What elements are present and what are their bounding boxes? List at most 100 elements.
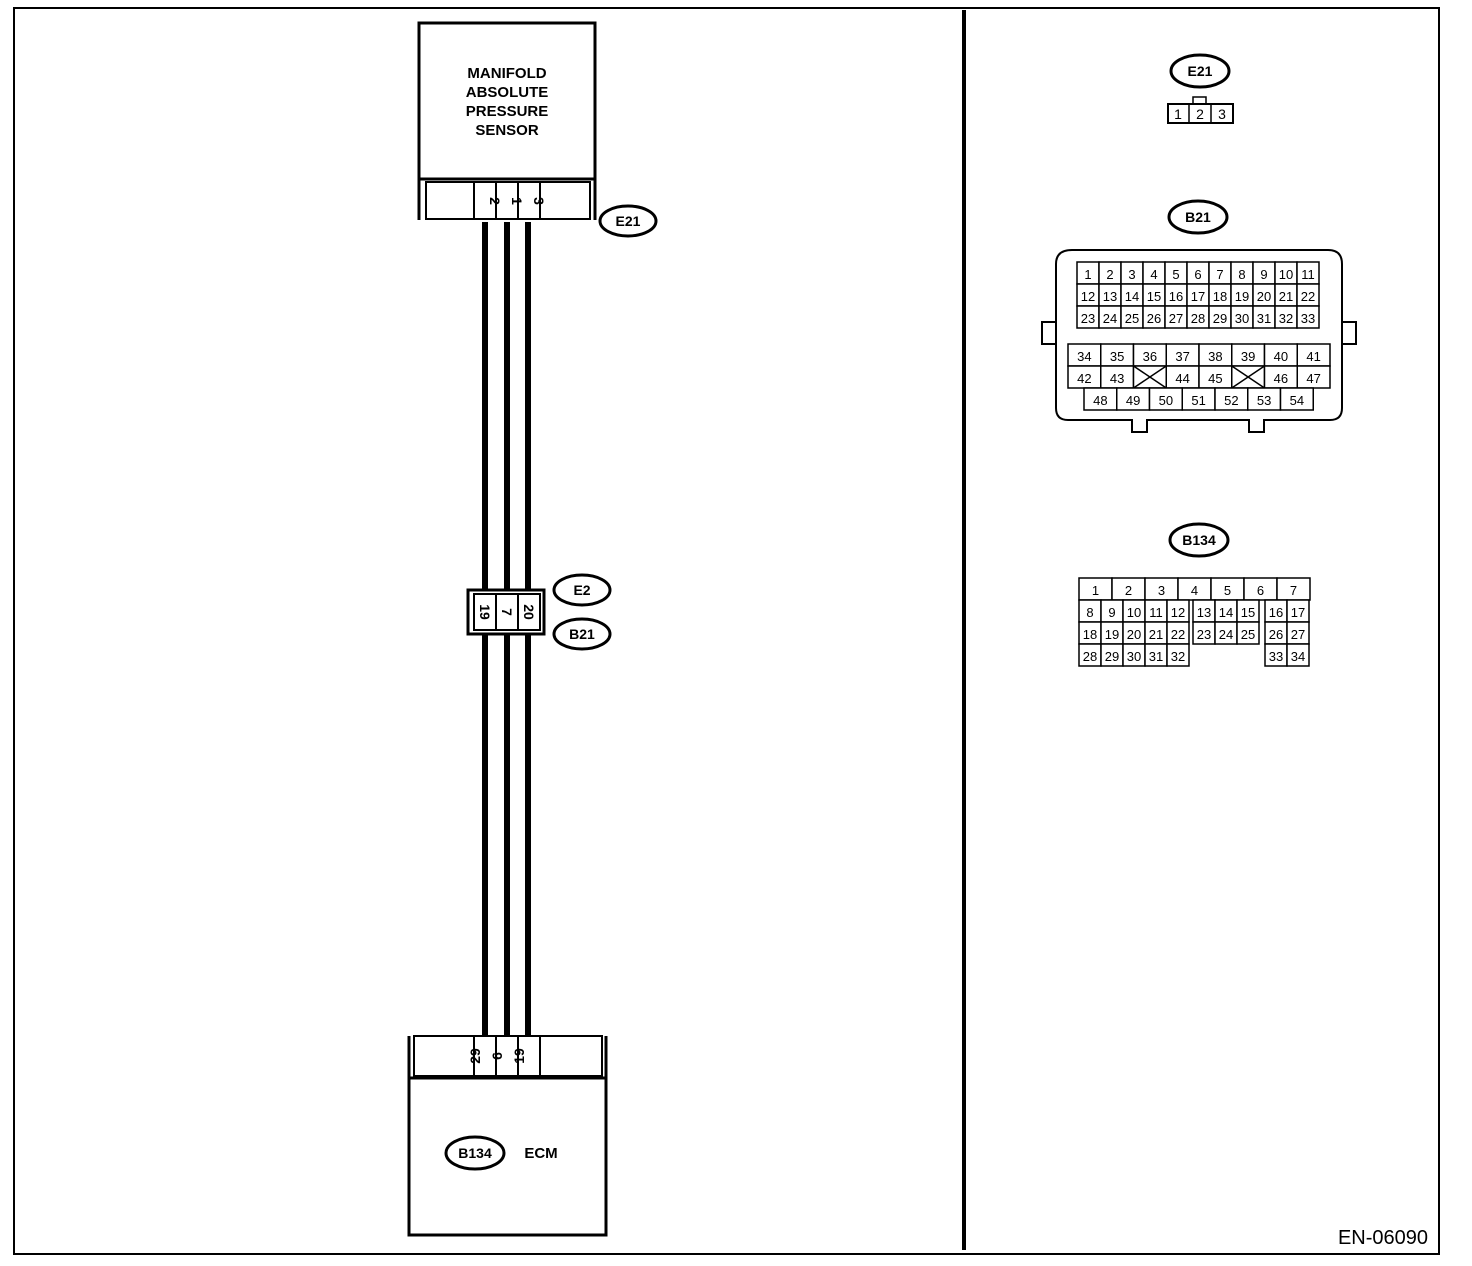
b134-pin: 5 [1224, 583, 1231, 598]
b21-pin: 3 [1128, 267, 1135, 282]
b21-pin: 46 [1274, 371, 1288, 386]
b21-pin: 52 [1224, 393, 1238, 408]
b21-pin: 28 [1191, 311, 1205, 326]
b21-pin: 13 [1103, 289, 1117, 304]
b21-pin: 50 [1159, 393, 1173, 408]
b134-pin: 30 [1127, 649, 1141, 664]
b21-pin-cell [1296, 305, 1320, 329]
ecm-label: ECM [524, 1145, 557, 1162]
b21-pin-cell [1279, 387, 1314, 411]
b21-pin: 31 [1257, 311, 1271, 326]
b21-pin: 10 [1279, 267, 1293, 282]
b21-pin: 42 [1077, 371, 1091, 386]
sensor-pin-label: 1 [509, 197, 525, 205]
b134-pin: 26 [1269, 627, 1283, 642]
b21-pin: 38 [1208, 349, 1222, 364]
ecm-connector-housing [413, 1035, 603, 1077]
joint-connector-tag-bottom [552, 617, 612, 651]
b134-pin: 3 [1158, 583, 1165, 598]
b21-pin: 11 [1301, 267, 1315, 282]
connector-view-b21-tag [1167, 199, 1229, 235]
b134-pin: 8 [1086, 605, 1093, 620]
b21-pin: 14 [1125, 289, 1139, 304]
b21-pin: 30 [1235, 311, 1249, 326]
b21-pin: 22 [1301, 289, 1315, 304]
connector-view-e21-tag [1169, 53, 1231, 89]
b134-pin: 24 [1219, 627, 1233, 642]
b134-pin: 29 [1105, 649, 1119, 664]
joint-connector: 19 7 20 E2 B21 [466, 573, 612, 651]
map-sensor: MANIFOLD ABSOLUTE PRESSURE SENSOR 2 1 3 … [417, 21, 658, 238]
b134-pin: 7 [1290, 583, 1297, 598]
b21-pin: 54 [1290, 393, 1304, 408]
b134-pin: 22 [1171, 627, 1185, 642]
b21-pin: 2 [1106, 267, 1113, 282]
b21-pin: 43 [1110, 371, 1124, 386]
b21-pin: 21 [1279, 289, 1293, 304]
joint-pin-label: 19 [477, 604, 493, 620]
b134-pin: 14 [1219, 605, 1233, 620]
map-sensor-body [417, 21, 597, 181]
b21-pin: 44 [1175, 371, 1189, 386]
b21-pin: 45 [1208, 371, 1222, 386]
sensor-pin-label: 2 [487, 197, 503, 205]
connector-view-e21: E21 1 2 3 [1167, 53, 1234, 124]
b134-pin: 6 [1257, 583, 1264, 598]
connector-view-b21-id: B21 [1185, 209, 1211, 225]
b134-pin: 4 [1191, 583, 1198, 598]
b134-pin: 19 [1105, 627, 1119, 642]
b21-pin: 7 [1216, 267, 1223, 282]
b134-pin: 10 [1127, 605, 1141, 620]
b21-pin: 29 [1213, 311, 1227, 326]
b21-pin: 25 [1125, 311, 1139, 326]
b21-pin: 17 [1191, 289, 1205, 304]
b21-pin: 12 [1081, 289, 1095, 304]
b21-pin: 16 [1169, 289, 1183, 304]
b21-pin: 5 [1172, 267, 1179, 282]
b21-pin: 9 [1260, 267, 1267, 282]
b21-pin: 48 [1093, 393, 1107, 408]
sensor-title-line-3: PRESSURE [466, 103, 549, 120]
b134-pin-cell [1166, 643, 1190, 667]
connector-view-e21-id: E21 [1188, 63, 1213, 79]
b21-pin-blank-mark [1133, 365, 1167, 389]
joint-connector-bottom-id: B21 [569, 626, 595, 642]
sensor-title-line-1: MANIFOLD [467, 65, 546, 82]
b134-pin: 33 [1269, 649, 1283, 664]
b134-pin: 11 [1149, 605, 1163, 620]
connector-view-e21-pin: 1 [1174, 106, 1182, 122]
b134-pin: 15 [1241, 605, 1255, 620]
b21-pin: 27 [1169, 311, 1183, 326]
ecm-pin-label: 29 [467, 1048, 483, 1064]
ecm-connector-id: B134 [458, 1145, 492, 1161]
sensor-connector-tag [598, 204, 658, 238]
b134-pin: 16 [1269, 605, 1283, 620]
b21-pin: 24 [1103, 311, 1117, 326]
b134-pin: 9 [1108, 605, 1115, 620]
diagram-frame [13, 7, 1440, 1255]
b134-pin: 17 [1291, 605, 1305, 620]
b21-pin: 53 [1257, 393, 1271, 408]
b134-pin: 28 [1083, 649, 1097, 664]
b134-pin: 2 [1125, 583, 1132, 598]
ecm-body [407, 1076, 608, 1237]
b21-pin: 26 [1147, 311, 1161, 326]
b21-pin: 35 [1110, 349, 1124, 364]
connector-view-e21-pin: 2 [1196, 106, 1204, 122]
b134-pin: 13 [1197, 605, 1211, 620]
ecm-pin-label: 19 [511, 1048, 527, 1064]
b21-pin: 36 [1143, 349, 1157, 364]
b21-pin: 1 [1084, 267, 1091, 282]
b134-pin: 18 [1083, 627, 1097, 642]
b21-pin: 47 [1306, 371, 1320, 386]
b21-pin: 20 [1257, 289, 1271, 304]
b21-pin: 41 [1306, 349, 1320, 364]
b134-pin: 25 [1241, 627, 1255, 642]
b21-pin: 6 [1194, 267, 1201, 282]
b21-pin: 34 [1077, 349, 1091, 364]
harness-wires [482, 222, 531, 1038]
joint-connector-top-id: E2 [573, 582, 590, 598]
